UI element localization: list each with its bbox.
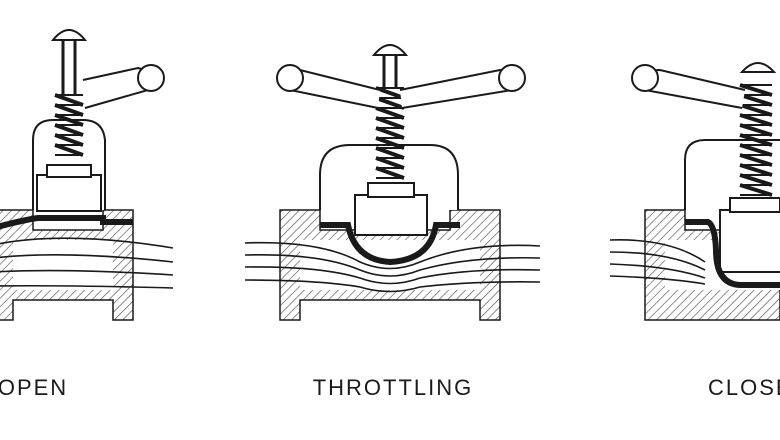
- flow-lines: [244, 241, 541, 293]
- valve-closed: [609, 62, 780, 321]
- flow-lines: [0, 237, 174, 289]
- diaphragm: [0, 215, 133, 230]
- valve-throttling: [244, 44, 541, 321]
- caption-throttling: THROTTLING: [313, 375, 474, 400]
- diaphragm: [320, 222, 460, 266]
- valve-bonnet: [684, 139, 780, 210]
- flow-lines: [609, 239, 706, 285]
- compressor: [354, 194, 428, 236]
- stem-knob: [50, 29, 88, 41]
- diaphragm: [685, 219, 780, 288]
- spindle-spring: [375, 86, 405, 180]
- valve-body: [0, 209, 134, 321]
- spindle-spring: [739, 83, 773, 197]
- spindle-spring: [54, 93, 84, 157]
- compressor: [719, 209, 780, 273]
- compressor: [36, 174, 102, 212]
- compressor-nut: [367, 182, 415, 198]
- caption-closed: CLOSED: [708, 375, 780, 400]
- handle-left: [276, 64, 381, 109]
- handle-right: [399, 64, 526, 109]
- compressor-nut: [46, 164, 92, 178]
- stem-knob: [371, 44, 409, 56]
- valve-open: [0, 29, 174, 321]
- handle-left: [631, 64, 746, 109]
- caption-open: OPEN: [0, 375, 68, 400]
- stem-knob: [739, 62, 777, 73]
- handwheel-handle: [82, 64, 165, 109]
- compressor-nut: [729, 197, 780, 213]
